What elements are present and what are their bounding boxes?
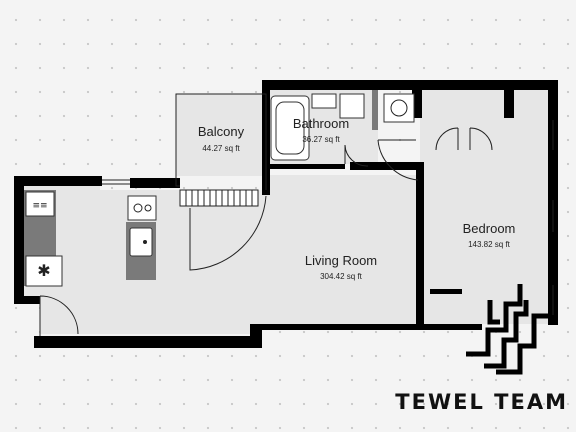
room-name-bathroom: Bathroom xyxy=(292,116,350,131)
washer-icon xyxy=(383,93,415,123)
wall xyxy=(504,88,514,118)
wall xyxy=(416,168,424,328)
appliance-icon xyxy=(25,255,63,287)
bedroom-door-swing xyxy=(377,139,419,181)
floor-balcony xyxy=(176,94,266,176)
wall xyxy=(350,162,424,170)
room-name-bedroom: Bedroom xyxy=(462,221,516,236)
balcony-steps xyxy=(179,189,259,207)
room-area-living-room: 304.42 sq ft xyxy=(320,272,362,281)
floor-bedroom xyxy=(420,90,552,324)
fixtures: ≡≡ ✱ xyxy=(24,90,415,287)
wall xyxy=(14,176,102,186)
entry-door-swing xyxy=(39,295,79,336)
wall xyxy=(270,164,345,169)
bathtub-icon xyxy=(270,95,310,161)
room-area-bedroom: 143.82 sq ft xyxy=(468,240,510,249)
balcony-outline xyxy=(175,93,267,190)
svg-text:✱: ✱ xyxy=(37,261,50,280)
room-area-balcony: 44.27 sq ft xyxy=(202,144,240,153)
wall xyxy=(14,296,40,304)
room-area-bathroom: 36.27 sq ft xyxy=(302,135,340,144)
wall xyxy=(412,88,422,118)
wall xyxy=(430,289,462,294)
shelf xyxy=(372,90,378,130)
svg-text:≡≡: ≡≡ xyxy=(32,201,47,211)
wall xyxy=(130,178,180,188)
closet-door-swing xyxy=(435,127,493,151)
cooktop-icon xyxy=(25,191,55,217)
brand-logo-text: TEWEL TEAM xyxy=(395,390,568,414)
wall xyxy=(262,324,482,330)
wall xyxy=(250,324,262,348)
bathroom-door-swing xyxy=(344,144,369,167)
wall xyxy=(262,80,558,90)
room-name-living-room: Living Room xyxy=(304,253,378,268)
doors xyxy=(39,127,493,336)
balcony-door-swing xyxy=(189,195,267,271)
toilet-icon xyxy=(339,93,365,119)
outlines xyxy=(102,93,554,315)
stairs-exterior xyxy=(466,284,548,375)
wall xyxy=(14,176,24,304)
sink-icon xyxy=(311,93,337,109)
room-name-balcony: Balcony xyxy=(197,124,245,139)
wall xyxy=(34,336,262,348)
floor-main xyxy=(22,175,416,334)
kitchen-sink-icon xyxy=(129,227,153,257)
